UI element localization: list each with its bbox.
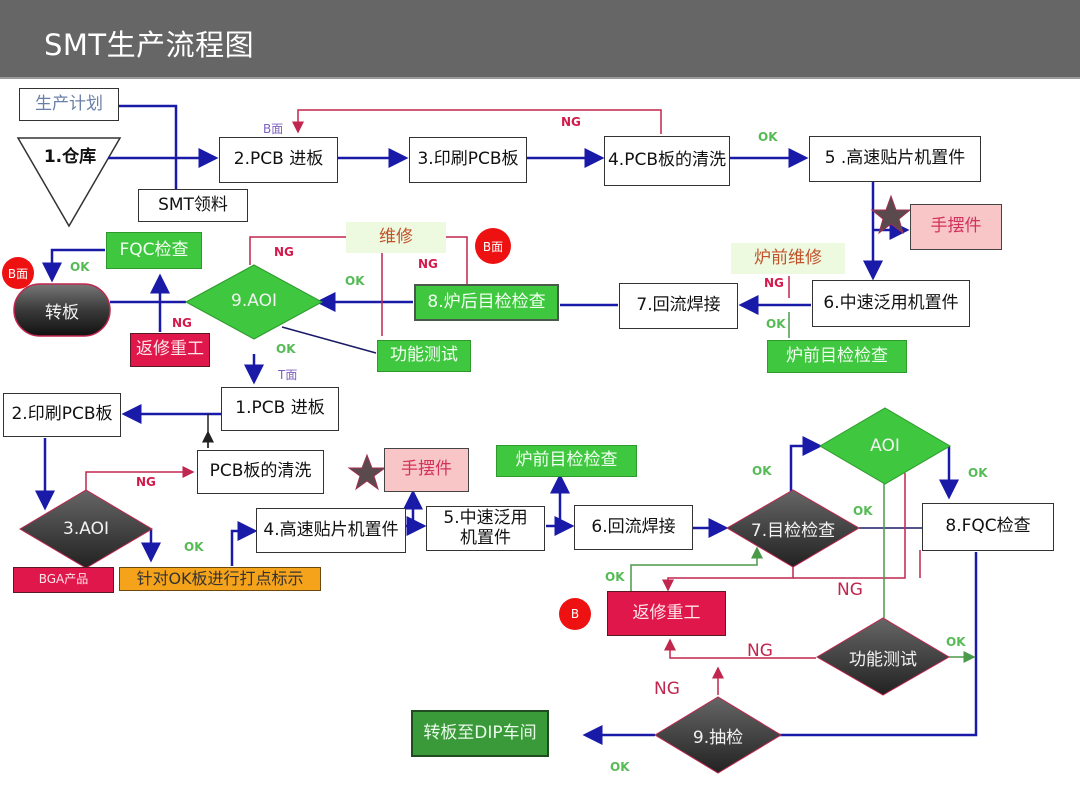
b-pcb-in-box: 1.PCB 进板 <box>221 387 339 431</box>
pre-furnace-repair-box: 炉前维修 <box>731 243 845 274</box>
b-rework-box: 返修重工 <box>607 591 726 636</box>
mark-ok-board-box: 针对OK板进行打点标示 <box>119 567 321 591</box>
b-print-pcb-box: 2.印刷PCB板 <box>3 393 121 437</box>
to-dip-workshop-box: 转板至DIP车间 <box>411 710 549 757</box>
edge-fqc-to-flip <box>42 248 105 283</box>
hand-place-box: 手摆件 <box>910 204 1002 250</box>
b-fqc-check-box: 8.FQC检查 <box>922 503 1054 551</box>
ng-label: NG <box>136 475 156 489</box>
page-title: SMT生产流程图 <box>44 28 255 62</box>
flip-board-label: 转板 <box>45 302 79 323</box>
sampling-diamond <box>654 696 782 774</box>
function-test-box: 功能测试 <box>377 340 471 372</box>
star-icon <box>347 453 387 491</box>
ok-label: OK <box>605 570 625 584</box>
aoi2-diamond <box>819 407 951 485</box>
ng-label: NG <box>418 257 438 271</box>
mid-speed-placement-box: 6.中速泛用机置件 <box>812 280 970 327</box>
b-side-badge: B面 <box>2 257 34 289</box>
flip-board-cylinder <box>13 283 111 337</box>
edge-b-fqc-to-sampling <box>741 552 978 745</box>
ok-label: OK <box>968 466 988 480</box>
print-pcb-box: 3.印刷PCB板 <box>409 137 527 183</box>
edge-b-visual-ng-to-rework <box>662 567 794 592</box>
reflow-box: 7.回流焊接 <box>619 283 738 329</box>
b-hand-place-box: 手摆件 <box>384 448 469 492</box>
b-pcb-clean-box: PCB板的清洗 <box>197 450 324 494</box>
b-pre-furnace-check-box: 炉前目检检查 <box>496 445 637 477</box>
ok-label: OK <box>853 504 873 518</box>
ng-label: NG <box>654 679 680 699</box>
ng-label: NG <box>274 245 294 259</box>
ok-label: OK <box>758 130 778 144</box>
ok-label: OK <box>345 274 365 288</box>
post-furnace-check-box: 8.炉后目检检查 <box>414 284 559 321</box>
ok-label: OK <box>70 260 90 274</box>
aoi2-label: AOI <box>870 436 900 456</box>
ok-label: OK <box>752 464 772 478</box>
aoi-label: 9.AOI <box>231 291 277 311</box>
bga-product-box: BGA产品 <box>13 567 114 593</box>
visual-check-label: 7.目检检查 <box>750 520 836 541</box>
sampling-label: 9.抽检 <box>692 727 744 748</box>
star-icon <box>870 194 912 235</box>
pcb-in-box: 2.PCB 进板 <box>219 137 338 183</box>
b-side-badge: B面 <box>475 228 511 264</box>
warehouse-triangle <box>16 137 122 228</box>
edge-b-aoi-ng-to-clean <box>85 466 195 497</box>
aoi-diamond <box>184 264 324 340</box>
header-bar: SMT生产流程图 <box>0 0 1080 79</box>
high-speed-placement-box: 5 .高速贴片机置件 <box>809 136 981 182</box>
function-test-label: 功能测试 <box>849 649 917 670</box>
edge-b-mark-to-highspeed <box>230 521 258 566</box>
b-reflow-box: 6.回流焊接 <box>574 505 693 550</box>
ng-label: NG <box>561 115 581 129</box>
fqc-check-box: FQC检查 <box>106 232 202 269</box>
b-aoi-diamond <box>19 489 153 569</box>
pcb-clean-box: 4.PCB板的清洗 <box>604 136 730 186</box>
edge-plan-to-material <box>105 104 178 190</box>
edge-postcheck-ng-repair <box>445 236 468 284</box>
b-side-label: B面 <box>263 122 284 136</box>
ng-label: NG <box>747 641 773 661</box>
b-mid-speed-placement-box: 5.中速泛用 机置件 <box>426 506 545 551</box>
b-high-speed-placement-box: 4.高速贴片机置件 <box>256 508 406 553</box>
edge-aoi-to-functest <box>281 326 377 354</box>
rework-box: 返修重工 <box>130 333 210 367</box>
smt-material-box: SMT领料 <box>138 189 248 222</box>
function-test-diamond <box>816 617 950 696</box>
b-badge: B <box>559 598 591 630</box>
edge-b-aoi2-ng <box>793 473 906 579</box>
ng-label: NG <box>172 316 192 330</box>
pre-furnace-check-box: 炉前目检检查 <box>767 340 907 373</box>
edge-clean-ng-loop <box>292 109 662 134</box>
ng-label: NG <box>764 276 784 290</box>
warehouse-label: 1.仓库 <box>43 147 97 168</box>
production-plan-box: 生产计划 <box>19 88 119 121</box>
ok-label: OK <box>610 760 630 774</box>
edge-b-functest-ng-to-rework <box>664 638 816 659</box>
b-aoi-label: 3.AOI <box>63 519 109 539</box>
edge-b-visual-to-aoi2 <box>789 436 823 492</box>
ng-label: NG <box>837 580 863 600</box>
ok-label: OK <box>184 540 204 554</box>
t-side-label: T面 <box>278 368 298 382</box>
repair-box: 维修 <box>346 222 446 253</box>
ok-label: OK <box>276 342 296 356</box>
edge-b-rework-ok-to-visual <box>630 546 763 592</box>
ok-label: OK <box>946 635 966 649</box>
visual-check-diamond <box>726 489 860 568</box>
ok-label: OK <box>766 317 786 331</box>
edge-aoi-ng-repair <box>249 236 346 265</box>
